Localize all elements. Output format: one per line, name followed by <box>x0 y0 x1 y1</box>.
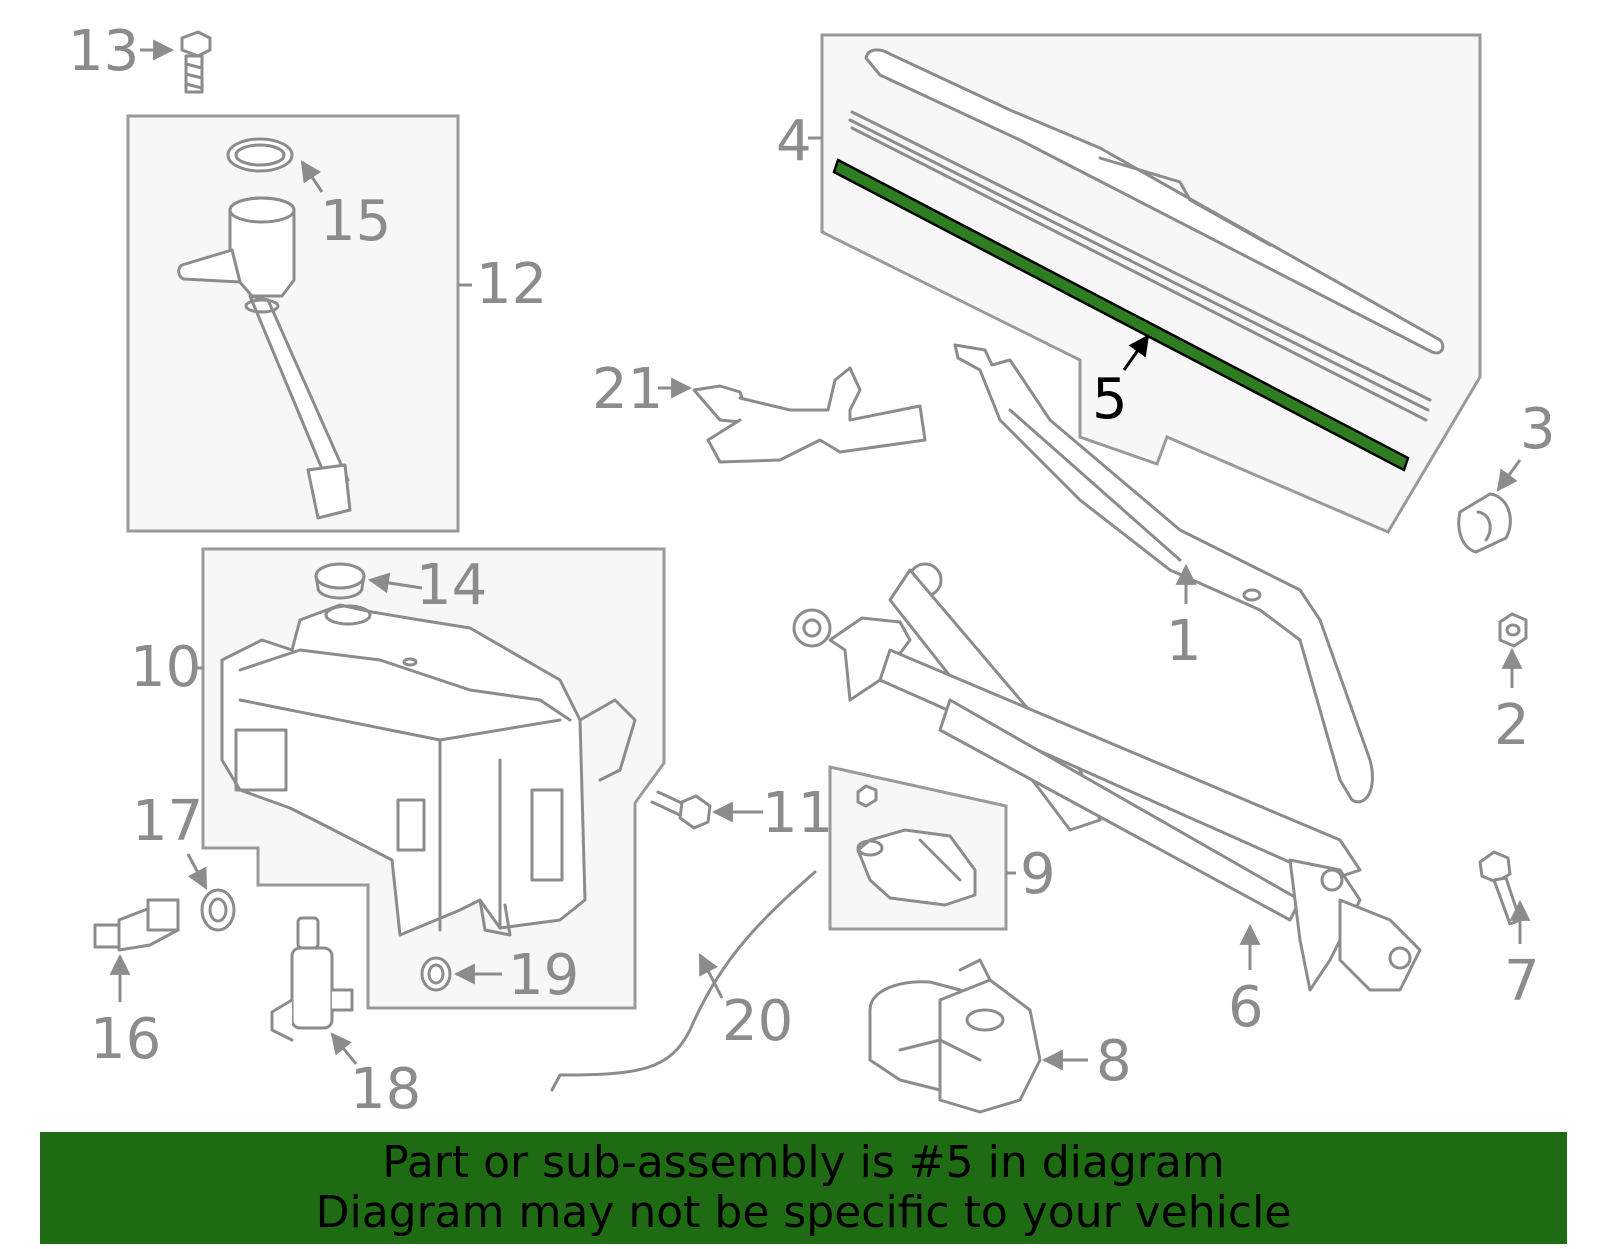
wiper-motor-8-icon[interactable] <box>868 958 1042 1114</box>
hose-connector-21-icon[interactable] <box>692 366 927 464</box>
wiper-arm-1-icon[interactable] <box>953 343 1374 804</box>
filler-neck-12-icon[interactable] <box>177 196 352 520</box>
callout-11: 11 <box>762 781 833 846</box>
grommet-19-icon[interactable] <box>420 956 452 992</box>
callout-9: 9 <box>1020 842 1056 907</box>
wiper-blade-group-box <box>820 33 1482 534</box>
callout-3: 3 <box>1520 397 1556 462</box>
callout-15: 15 <box>320 189 391 254</box>
callout-20: 20 <box>722 989 793 1054</box>
callout-14: 14 <box>416 553 487 618</box>
callout-5: 5 <box>1092 367 1128 432</box>
callout-21: 21 <box>592 357 663 422</box>
wiper-blade-4-icon[interactable] <box>848 48 1445 422</box>
cap-14-icon[interactable] <box>314 562 366 600</box>
callout-6: 6 <box>1228 975 1264 1040</box>
pump-18-icon[interactable] <box>270 916 354 1042</box>
seal-15-icon[interactable] <box>226 137 294 173</box>
bolt-13-icon[interactable] <box>180 30 212 94</box>
reservoir-10-icon[interactable] <box>220 603 637 937</box>
callout-10: 10 <box>130 635 201 700</box>
callout-7: 7 <box>1504 949 1540 1014</box>
hose-20-icon[interactable] <box>550 870 817 1092</box>
callout-18: 18 <box>350 1057 421 1122</box>
bolt-11-icon[interactable] <box>650 790 712 830</box>
callout-12: 12 <box>476 252 547 317</box>
callout-17: 17 <box>132 789 203 854</box>
level-sensor-16-icon[interactable] <box>93 898 180 952</box>
cover-cap-3-icon[interactable] <box>1457 492 1512 554</box>
banner-line-2: Diagram may not be specific to your vehi… <box>315 1187 1292 1238</box>
bolt-7-icon[interactable] <box>1478 850 1522 926</box>
callout-2: 2 <box>1494 693 1530 758</box>
wiper-linkage-6-icon[interactable] <box>792 562 1422 992</box>
wiper-blade-insert-5-icon[interactable] <box>832 158 1410 472</box>
grommet-17-icon[interactable] <box>200 888 236 932</box>
banner-line-1: Part or sub-assembly is #5 in diagram <box>382 1137 1225 1188</box>
filler-neck-group-box <box>126 114 460 533</box>
callout-4: 4 <box>776 109 812 174</box>
callout-19: 19 <box>508 943 579 1008</box>
washer-nozzle-9-icon[interactable] <box>856 784 977 907</box>
nut-2-icon[interactable] <box>1498 612 1528 648</box>
callout-1: 1 <box>1166 609 1202 674</box>
callout-13: 13 <box>68 19 139 84</box>
callout-8: 8 <box>1096 1029 1132 1094</box>
info-banner: Part or sub-assembly is #5 in diagram Di… <box>40 1132 1567 1244</box>
callout-16: 16 <box>90 1007 161 1072</box>
